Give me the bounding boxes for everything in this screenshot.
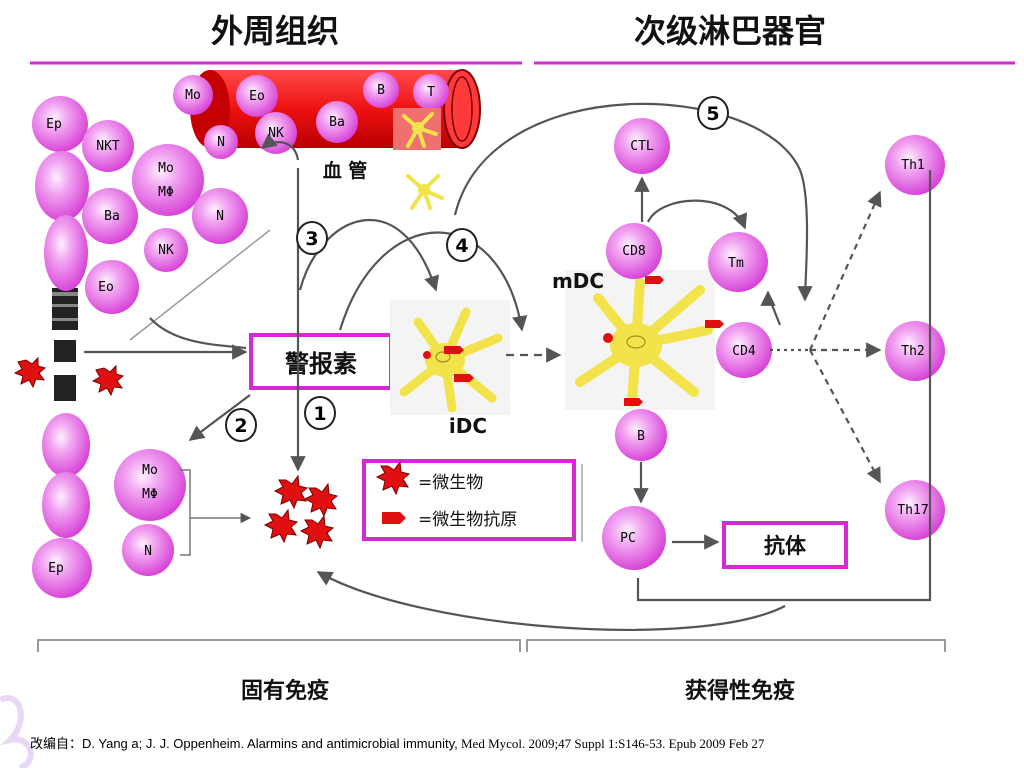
epithelium-label-bottom: Ep	[48, 561, 64, 576]
cell-label-b: B	[637, 429, 645, 444]
step-3: 3	[305, 228, 318, 250]
footer-adaptive: 获得性免疫	[685, 678, 795, 704]
cell-label-eo-tissue: Eo	[98, 280, 114, 295]
adaptive-cells	[602, 118, 945, 570]
citation-authors-title: D. Yang a; J. J. Oppenheim. Alarmins and…	[82, 736, 458, 751]
header-lymphoid: 次级淋巴器官	[634, 12, 826, 50]
vessel-label-n: N	[217, 135, 225, 150]
header-peripheral: 外周组织	[211, 12, 339, 50]
legend-box	[362, 459, 583, 542]
cell-label-nkt: NKT	[96, 139, 120, 154]
step-2: 2	[234, 415, 247, 437]
cell-label-mphi-top: MΦ	[158, 185, 174, 200]
dendritic-cell-migrating	[406, 174, 444, 210]
immature-dendritic-cell	[390, 300, 510, 415]
cell-label-cd8: CD8	[622, 244, 645, 259]
innate-effector-cells	[114, 449, 186, 576]
epithelium-label-top: Ep	[46, 117, 62, 132]
effector-bracket	[180, 469, 250, 556]
cell-label-mo-top: Mo	[158, 161, 174, 176]
tissue-cells	[82, 120, 248, 314]
vessel-label-eo: Eo	[249, 89, 265, 104]
cell-label-th2: Th2	[901, 344, 924, 359]
epithelium-column	[32, 96, 92, 598]
step-5: 5	[706, 103, 719, 125]
step-1: 1	[313, 403, 326, 425]
citation: 改编自：D. Yang a; J. J. Oppenheim. Alarmins…	[30, 733, 1020, 752]
idc-label: iDC	[449, 414, 487, 438]
alarmin-box	[249, 333, 393, 390]
vessel-label-mo: Mo	[185, 88, 201, 103]
dendritic-cell-in-vessel	[393, 108, 441, 150]
cell-label-th17: Th17	[897, 503, 928, 518]
blood-vessel-label: 血 管	[323, 159, 368, 182]
alarmin-label: 警报素	[284, 350, 357, 378]
cell-label-th1: Th1	[901, 158, 924, 173]
microbes-left	[13, 356, 125, 397]
citation-journal: Med Mycol. 2009;47 Suppl 1:S146-53. Epub…	[457, 736, 765, 751]
cell-label-cd4: CD4	[732, 344, 756, 359]
vessel-label-ba: Ba	[329, 115, 345, 130]
vessel-label-nk: NK	[268, 126, 284, 141]
antibody-box	[722, 521, 848, 569]
vessel-label-b: B	[377, 83, 385, 98]
mdc-label: mDC	[552, 269, 604, 293]
brace-adaptive	[526, 639, 946, 652]
microbe-cluster	[263, 474, 339, 550]
corner-decoration	[0, 695, 34, 768]
legend-microbe-label: =微生物	[418, 473, 483, 493]
cell-label-n-tissue: N	[216, 209, 224, 224]
mature-dendritic-cell	[565, 270, 724, 410]
cell-label-pc: PC	[620, 531, 636, 546]
legend-microbe-icon	[375, 460, 411, 496]
cell-label-mphi-bottom: MΦ	[142, 487, 158, 502]
step-markers	[225, 96, 729, 442]
vessel-label-t: T	[427, 85, 435, 100]
cell-label-ctl: CTL	[630, 139, 654, 154]
cell-label-n-bottom: N	[144, 544, 152, 559]
step-4: 4	[455, 235, 468, 257]
brace-innate	[37, 639, 521, 652]
cell-label-ba-tissue: Ba	[104, 209, 120, 224]
citation-prefix: 改编自：	[30, 736, 83, 751]
legend-antigen-icon	[382, 512, 406, 524]
cell-label-nk-tissue: NK	[158, 243, 174, 258]
cell-label-mo-bottom: Mo	[142, 463, 158, 478]
cell-label-tm: Tm	[728, 256, 744, 271]
footer-innate: 固有免疫	[241, 678, 329, 704]
pathway-arrows	[84, 102, 932, 631]
legend-antigen-label: =微生物抗原	[418, 510, 517, 530]
antibody-label: 抗体	[764, 534, 807, 558]
